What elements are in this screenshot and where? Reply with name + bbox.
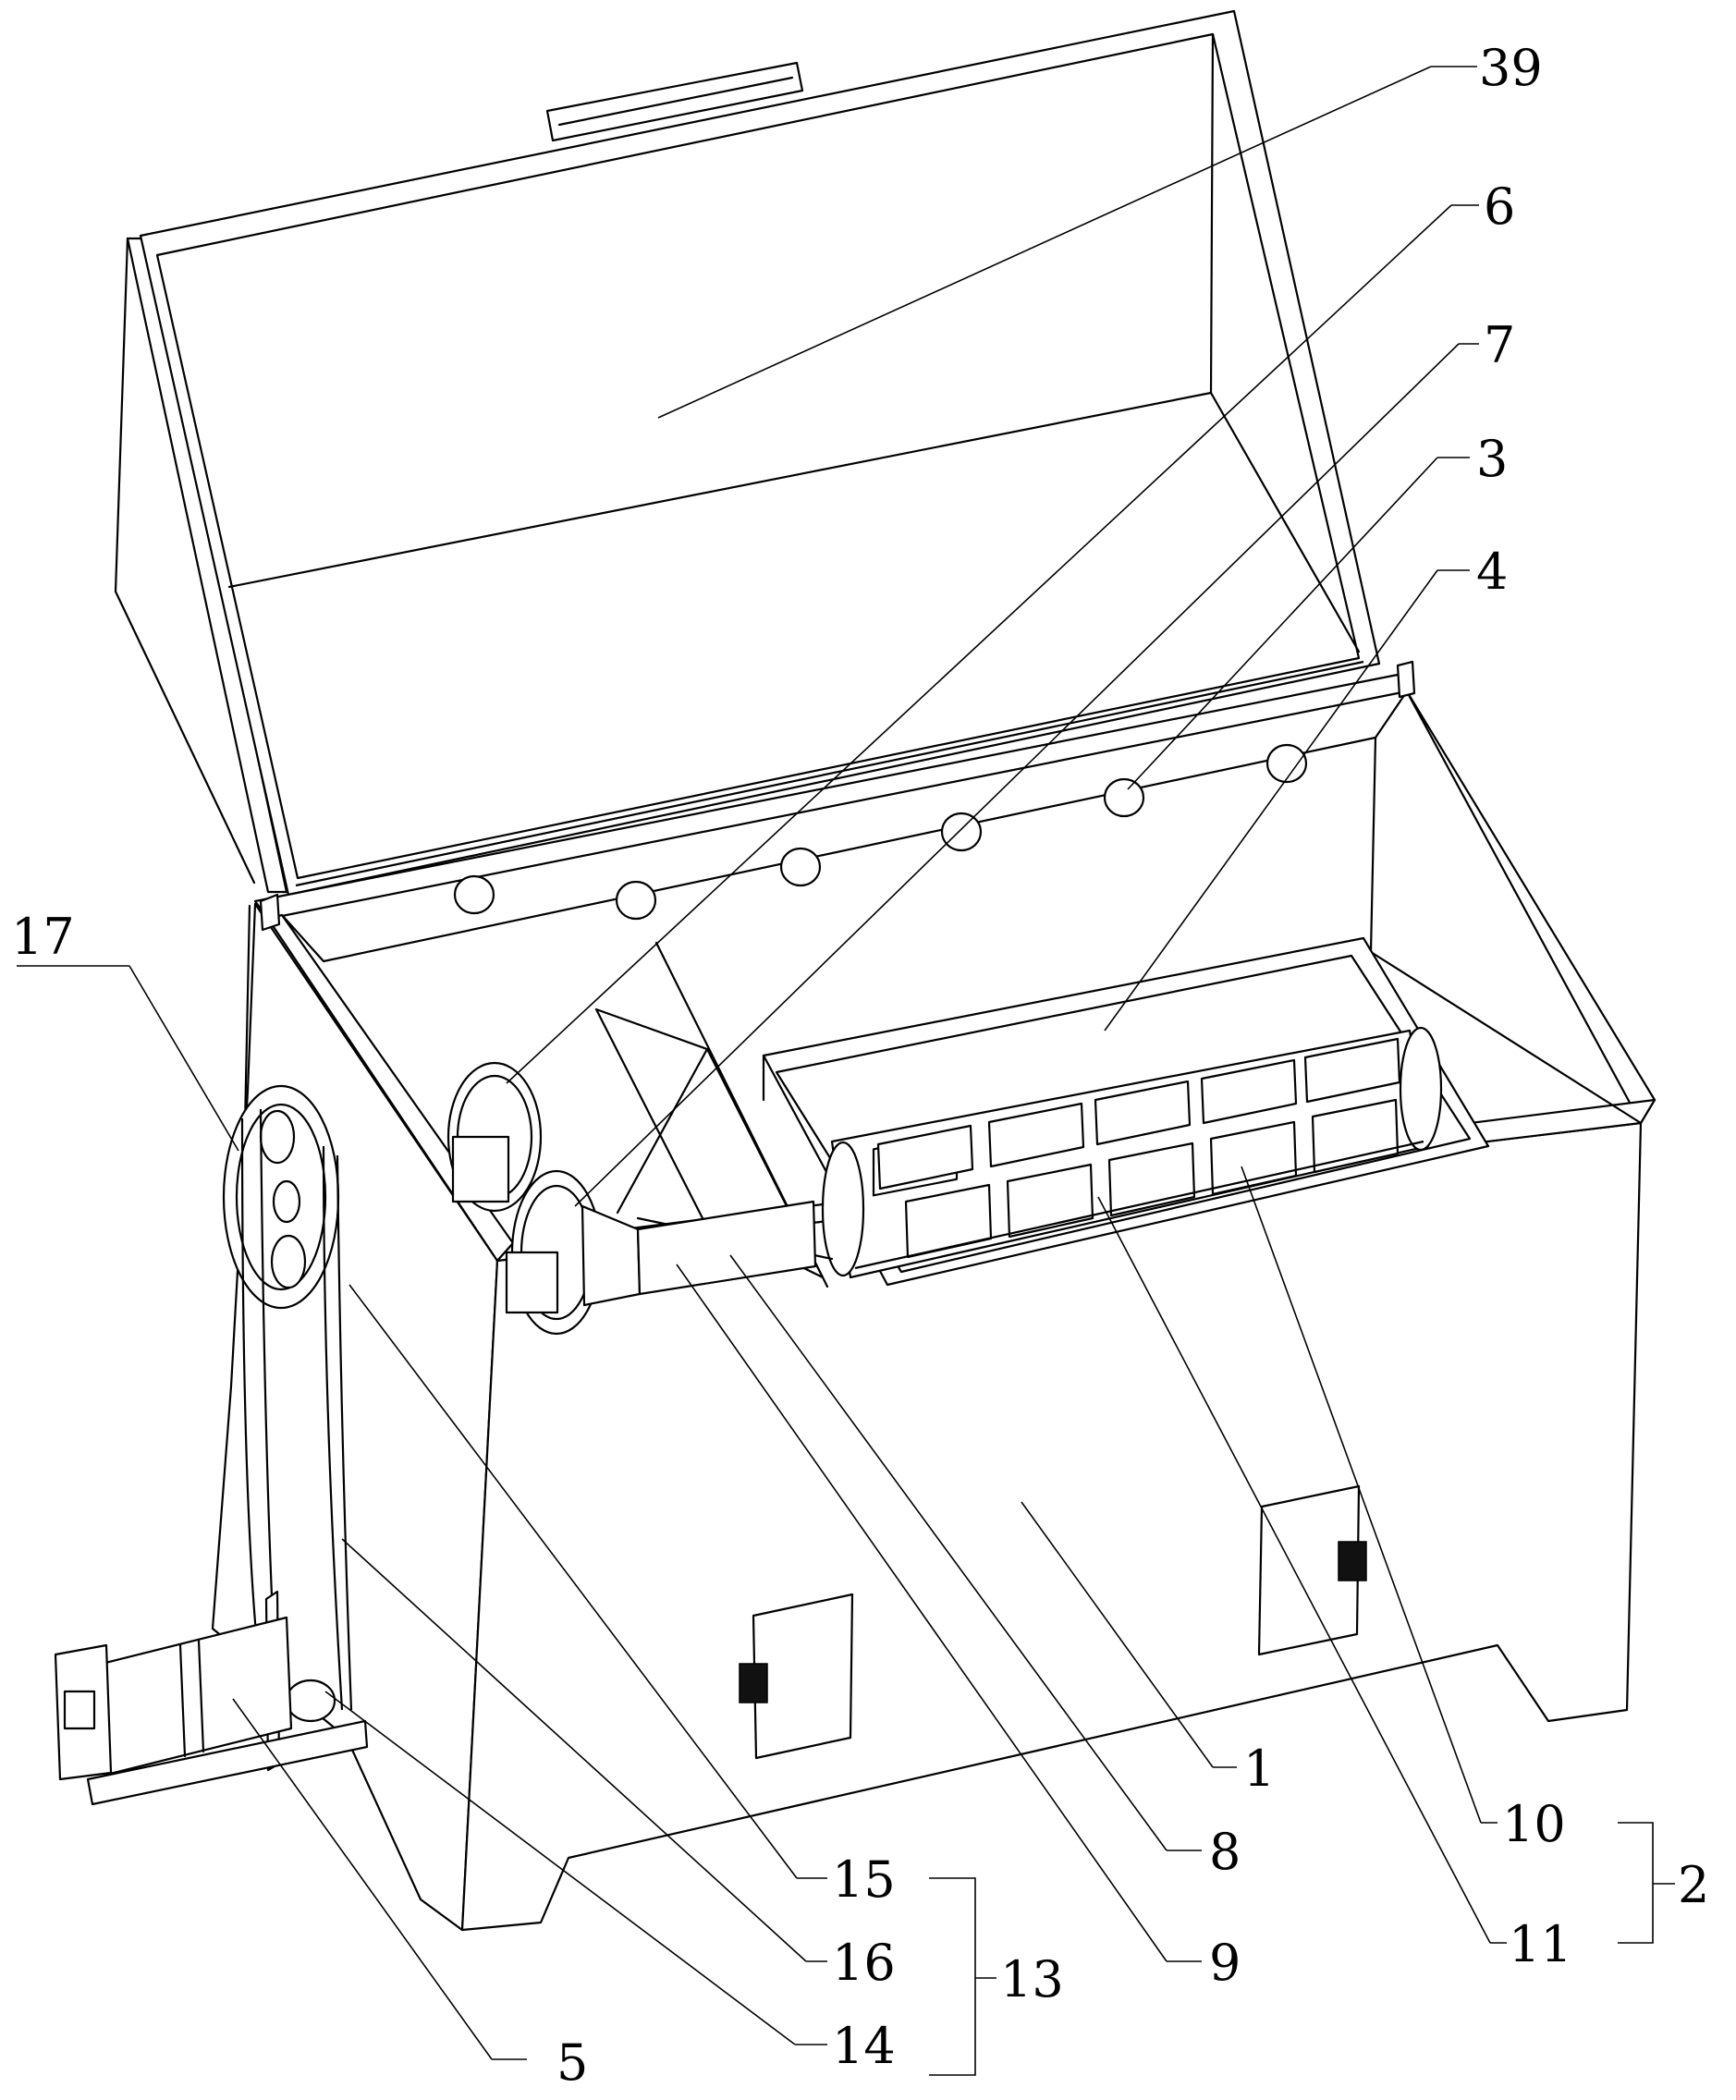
door-hinge xyxy=(1338,1541,1367,1581)
label-14: 14 xyxy=(832,2017,896,2075)
chain-right-run xyxy=(322,1145,344,1711)
drum-assembly xyxy=(821,1026,1443,1279)
vent-holes xyxy=(453,743,1308,921)
drum-pocket xyxy=(1094,1080,1192,1146)
label-1: 1 xyxy=(1243,1740,1275,1798)
gear-upper-hub xyxy=(451,1135,510,1203)
vent-hole xyxy=(453,874,495,915)
leader-39 xyxy=(657,66,1432,419)
lid-corner-line xyxy=(1209,391,1361,653)
lid-outer-frame xyxy=(139,9,1381,897)
label-9: 9 xyxy=(1209,1934,1241,1992)
vent-hole xyxy=(615,880,657,921)
access-doors xyxy=(739,1484,1367,1760)
inner-back-edge xyxy=(280,690,1409,963)
leader-1 xyxy=(1021,1501,1214,1768)
large-sprocket-rim xyxy=(235,1103,327,1291)
sprocket-hole xyxy=(259,1109,296,1165)
vent-hole xyxy=(779,847,822,887)
lid-side-panel xyxy=(114,237,256,885)
hinge-cap-left xyxy=(259,893,281,932)
label-10: 10 xyxy=(1502,1795,1566,1853)
drive-shaft xyxy=(636,1200,817,1296)
lid-hinge-strip xyxy=(295,660,1364,887)
leader-5 xyxy=(232,1698,493,2060)
drum-pockets-bottom xyxy=(904,1098,1400,1259)
inner-right-corner xyxy=(1369,736,1377,954)
label-8: 8 xyxy=(1209,1823,1241,1881)
motor xyxy=(54,1590,369,1806)
gear-lower-hub xyxy=(505,1251,559,1314)
drum-pockets-top xyxy=(876,1037,1401,1190)
drum-pocket xyxy=(1303,1037,1401,1104)
motor-seam xyxy=(178,1643,187,1758)
motor-terminal-box xyxy=(63,1690,96,1730)
vent-hole xyxy=(1103,777,1145,818)
reference-labels: 39 6 7 3 4 17 1 8 9 10 11 2 15 16 14 13 … xyxy=(11,39,1709,2092)
leader-10 xyxy=(1241,1166,1482,1824)
drum-end-left xyxy=(821,1141,865,1277)
lid-side-edge xyxy=(126,237,288,894)
drum-pocket xyxy=(1311,1098,1400,1174)
motor-seam xyxy=(197,1639,205,1753)
gear-coupling xyxy=(581,1204,642,1307)
access-door-left xyxy=(752,1593,854,1760)
leader-7 xyxy=(574,343,1460,1207)
label-11: 11 xyxy=(1509,1915,1572,1973)
leader-4 xyxy=(1104,569,1438,1032)
bracket-2 xyxy=(1618,1822,1654,1944)
leader-14 xyxy=(324,1691,796,2045)
lid-handle-grip xyxy=(557,76,794,127)
gear-train xyxy=(446,1061,817,1336)
leader-3 xyxy=(1127,457,1438,790)
leader-11 xyxy=(1097,1196,1491,1944)
leader-lines xyxy=(17,66,1675,2076)
label-2: 2 xyxy=(1678,1856,1709,1914)
label-6: 6 xyxy=(1484,177,1515,236)
hinge-cap-right xyxy=(1396,660,1416,699)
drum-end-right xyxy=(1399,1026,1443,1152)
drum-pocket xyxy=(1209,1120,1298,1196)
lid xyxy=(114,9,1381,897)
label-13: 13 xyxy=(1000,1950,1064,2008)
label-7: 7 xyxy=(1484,316,1515,374)
drum-bottom-rail xyxy=(854,1140,1424,1270)
label-5: 5 xyxy=(556,2033,588,2092)
leader-6 xyxy=(506,204,1452,1084)
chain-right-run-inner xyxy=(336,1154,353,1711)
access-door-right xyxy=(1257,1484,1361,1656)
leader-17 xyxy=(128,965,239,1152)
drum-pocket xyxy=(987,1102,1085,1168)
label-15: 15 xyxy=(832,1850,896,1909)
motor-base xyxy=(86,1719,369,1806)
label-16: 16 xyxy=(832,1934,896,1992)
left-side-wall xyxy=(211,902,499,1932)
label-4: 4 xyxy=(1476,543,1508,601)
label-39: 39 xyxy=(1479,39,1543,97)
bracket-13 xyxy=(929,1877,976,2076)
lid-fold-line xyxy=(227,391,1213,589)
leader-9 xyxy=(676,1264,1168,1962)
label-3: 3 xyxy=(1476,430,1508,488)
lid-inner-frame xyxy=(155,32,1361,880)
drum-pocket xyxy=(1200,1058,1298,1125)
leader-15 xyxy=(348,1284,798,1879)
vent-hole xyxy=(940,812,983,852)
small-sprocket xyxy=(285,1679,336,1723)
hopper-brace xyxy=(616,1047,709,1215)
leader-8 xyxy=(729,1254,1168,1851)
vent-hole xyxy=(1265,743,1308,784)
sprocket-hole xyxy=(270,1234,307,1289)
door-hinge xyxy=(739,1663,768,1703)
sprocket-hole xyxy=(272,1179,301,1224)
lid-back-edge xyxy=(1209,32,1215,395)
label-17: 17 xyxy=(11,908,75,966)
drum-pocket xyxy=(1006,1163,1094,1239)
leader-16 xyxy=(341,1538,807,1962)
chain-drive xyxy=(222,1084,353,1723)
drum-pocket xyxy=(876,1124,974,1190)
inner-floor-right xyxy=(1369,950,1643,1125)
